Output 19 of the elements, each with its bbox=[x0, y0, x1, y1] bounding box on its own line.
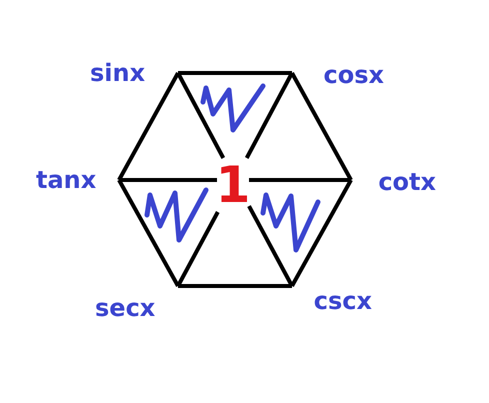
vertex-label: tanx bbox=[36, 165, 119, 195]
vertex-label: secx bbox=[95, 286, 178, 322]
line bbox=[249, 178, 351, 182]
line bbox=[119, 178, 217, 182]
line bbox=[176, 211, 220, 287]
vertex-label: sinx bbox=[90, 58, 178, 88]
vertex-label: cscx bbox=[292, 286, 372, 316]
line bbox=[176, 72, 226, 159]
line bbox=[290, 179, 353, 287]
line bbox=[244, 72, 294, 159]
center-number: 1 bbox=[217, 158, 249, 212]
line bbox=[117, 72, 180, 181]
line bbox=[117, 179, 180, 287]
line bbox=[290, 72, 353, 181]
vertex-label: cotx bbox=[351, 167, 436, 197]
line bbox=[178, 284, 292, 288]
line bbox=[247, 205, 294, 287]
vertex-label: cosx bbox=[292, 60, 384, 90]
line bbox=[178, 71, 292, 75]
